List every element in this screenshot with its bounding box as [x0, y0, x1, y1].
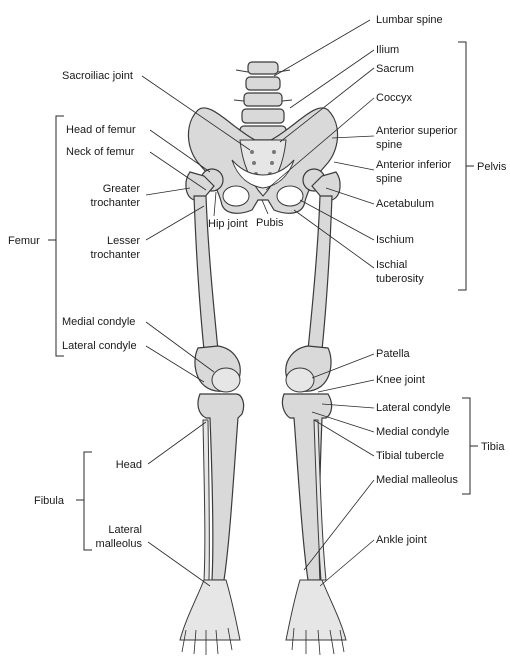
label-head-of-femur: Head of femur	[66, 124, 136, 136]
pelvis-bracket	[458, 42, 474, 290]
label-greater-trochanter-2: trochanter	[90, 197, 140, 209]
label-medial-malleolus: Medial malleolus	[376, 474, 458, 486]
label-acetabulum: Acetabulum	[376, 198, 434, 210]
fibula-bracket	[76, 452, 92, 550]
label-ankle-joint: Ankle joint	[376, 534, 427, 546]
label-tibial-tubercle: Tibial tubercle	[376, 450, 444, 462]
label-medial-condyle-tibia: Medial condyle	[376, 426, 449, 438]
label-ischial-tuberosity-2: tuberosity	[376, 273, 424, 285]
label-lateral-malleolus-1: Lateral	[108, 524, 142, 536]
label-lesser-trochanter-1: Lesser	[107, 235, 140, 247]
label-ilium: Ilium	[376, 44, 399, 56]
label-greater-trochanter-1: Greater	[103, 183, 141, 195]
label-lateral-condyle-tibia: Lateral condyle	[376, 402, 451, 414]
label-lateral-malleolus-2: malleolus	[96, 538, 143, 550]
pelvis-bone	[188, 108, 337, 213]
label-asis-2: spine	[376, 139, 402, 151]
label-knee-joint: Knee joint	[376, 374, 425, 386]
label-femur: Femur	[8, 235, 40, 247]
label-tibia: Tibia	[481, 441, 505, 453]
label-aiis-2: spine	[376, 173, 402, 185]
label-coccyx: Coccyx	[376, 92, 413, 104]
tibia-bracket	[462, 398, 478, 494]
label-medial-condyle-femur: Medial condyle	[62, 316, 135, 328]
tibia-fibula-left-bone	[180, 394, 244, 655]
label-asis-1: Anterior superior	[376, 125, 458, 137]
label-ischium: Ischium	[376, 234, 414, 246]
label-hip-joint: Hip joint	[208, 218, 248, 230]
label-lateral-condyle-femur: Lateral condyle	[62, 340, 137, 352]
label-pubis: Pubis	[256, 217, 284, 229]
label-ischial-tuberosity-1: Ischial	[376, 259, 407, 271]
label-lumbar-spine: Lumbar spine	[376, 14, 443, 26]
label-head-fibula: Head	[116, 459, 142, 471]
label-neck-of-femur: Neck of femur	[66, 146, 135, 158]
label-lesser-trochanter-2: trochanter	[90, 249, 140, 261]
label-patella: Patella	[376, 348, 411, 360]
lumbar-spine-bone	[232, 62, 295, 140]
label-sacrum: Sacrum	[376, 63, 414, 75]
label-fibula: Fibula	[34, 495, 65, 507]
label-aiis-1: Anterior inferior	[376, 159, 452, 171]
label-sacroiliac-joint: Sacroiliac joint	[62, 70, 133, 82]
label-pelvis: Pelvis	[477, 161, 507, 173]
skeleton-illustration	[180, 62, 346, 655]
